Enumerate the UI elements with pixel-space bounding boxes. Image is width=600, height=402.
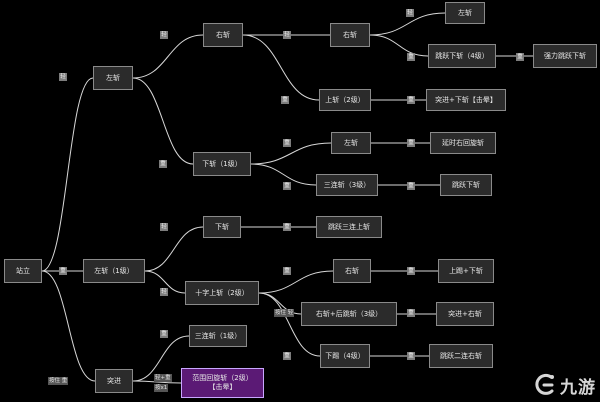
edge-cross-up-slash-to-down-kick [258, 292, 321, 357]
tag-heavy-to-up-slash: 重 [281, 96, 289, 104]
tag-light-to-left-end: 轻 [406, 9, 414, 17]
tag-heavy-to-thrust-down: 重 [407, 96, 415, 104]
range-spin-stun: 【击晕】 [208, 383, 237, 391]
range-spin-label: 范围回旋斩（2级） [192, 374, 253, 382]
tag-heavy-to-delayed-spin: 重 [407, 139, 415, 147]
tag-light-to-cross-up: 轻 [160, 288, 168, 296]
node-thrust: 突进 [95, 369, 133, 393]
node-triple-slash-3: 三连斩（3级） [316, 174, 378, 196]
edge-right-slash-1-to-up-slash [242, 34, 320, 101]
tag-light-to-right-slash-2: 轻 [283, 31, 291, 39]
node-delayed-spin: 延时右回旋斩 [430, 132, 496, 154]
tag-light-to-down-slash-2: 轻 [160, 223, 168, 231]
tag-heavy-to-left-lv1: 重 [59, 267, 67, 275]
node-left-slash-3: 左斩 [331, 132, 371, 154]
tag-heavy-to-down-slash: 重 [159, 160, 167, 168]
edge-down-slash-1-to-triple-slash-3 [250, 163, 317, 186]
node-right-slash-1: 右斩 [203, 23, 243, 47]
node-jump-down-slash-2: 跳跃下斩 [440, 174, 492, 196]
edge-down-slash-1-to-left-slash-3 [250, 142, 332, 165]
logo-icon [535, 373, 554, 395]
edge-thrust-to-triple-slash-1 [132, 335, 190, 382]
node-stand: 站立 [4, 259, 42, 283]
tag-heavy-to-jump-triple: 重 [283, 223, 291, 231]
node-thrust-right: 突进+右斩 [436, 302, 494, 326]
tag-light-to-right-slash: 轻 [160, 31, 168, 39]
edge-thrust-to-range-spin [132, 380, 182, 384]
node-left-slash: 左斩 [93, 66, 133, 90]
node-cross-up-slash: 十字上斩（2级） [185, 281, 259, 305]
tag-heavy-to-triple-slash-1: 重 [160, 330, 168, 338]
edge-right-slash-2-to-jump-down-slash [369, 34, 429, 57]
edge-left-slash-lv1-to-cross-up-slash [144, 270, 186, 294]
node-strong-jump-down: 强力跳跃下斩 [533, 44, 597, 68]
tag-heavy-to-double-up: 重 [407, 352, 415, 360]
tag-press-x1: 按x1 [154, 384, 169, 392]
node-up-down-slash: 上踢+下斩 [438, 259, 494, 283]
tag-heavy-to-jump-down: 重 [407, 53, 415, 61]
tag-light-heavy-to-range-spin: 轻+重 [154, 374, 172, 382]
tag-heavy-to-triple-slash: 重 [283, 182, 291, 190]
node-right-slash-3: 右斩 [333, 259, 371, 283]
tag-heavy-to-left-slash-3: 重 [283, 139, 291, 147]
node-jump-triple-up: 跳跃三连上斩 [316, 216, 382, 238]
node-right-slash-2: 右斩 [330, 23, 370, 47]
edge-right-slash-2-to-left-slash-end [369, 12, 446, 36]
tag-hold-light-to-back-spin: 按住 轻 [274, 309, 295, 317]
edge-cross-up-slash-to-right-slash-3 [258, 270, 334, 294]
logo-text: 九游 [560, 377, 596, 398]
tag-hold-heavy-to-thrust: 按住 重 [48, 377, 69, 385]
node-up-slash: 上斩（2级） [319, 89, 371, 111]
node-down-slash-1: 下斩（1级） [193, 152, 251, 176]
tag-heavy-to-thrust-right: 重 [407, 309, 415, 317]
tag-heavy-to-strong-jump: 重 [516, 53, 524, 61]
node-left-slash-lv1: 左斩（1级） [83, 259, 145, 283]
node-range-spin: 范围回旋斩（2级） 【击晕】 [181, 368, 264, 398]
tag-heavy-to-right-slash-3: 重 [283, 267, 291, 275]
node-jump-double-up: 跳跃二连右斩 [429, 344, 493, 368]
tag-heavy-to-jump-down-2: 重 [407, 182, 415, 190]
node-left-slash-end: 左斩 [445, 2, 485, 24]
node-triple-slash-1: 三连斩（1级） [189, 325, 247, 347]
edge-stand-to-left-slash [41, 77, 94, 272]
node-down-kick: 下踢（4级） [320, 344, 370, 368]
edge-left-slash-to-down-slash-1 [132, 77, 194, 165]
node-down-slash-2: 下斩 [203, 216, 241, 238]
edge-left-slash-to-right-slash-1 [132, 34, 204, 79]
edge-left-slash-lv1-to-down-slash-2 [144, 226, 204, 272]
node-right-back-spin: 右斩+后跳斩（3级） [301, 302, 397, 326]
tag-heavy-to-down-kick: 重 [283, 352, 291, 360]
node-jump-down-slash: 跳跃下斩（4级） [428, 44, 496, 68]
logo: 九游 [531, 372, 596, 398]
edge-stand-to-thrust [41, 270, 96, 382]
tag-heavy-to-up-down: 重 [407, 267, 415, 275]
node-thrust-down: 突进+下斩【击晕】 [426, 89, 506, 111]
tag-light-to-left-slash: 轻 [59, 73, 67, 81]
